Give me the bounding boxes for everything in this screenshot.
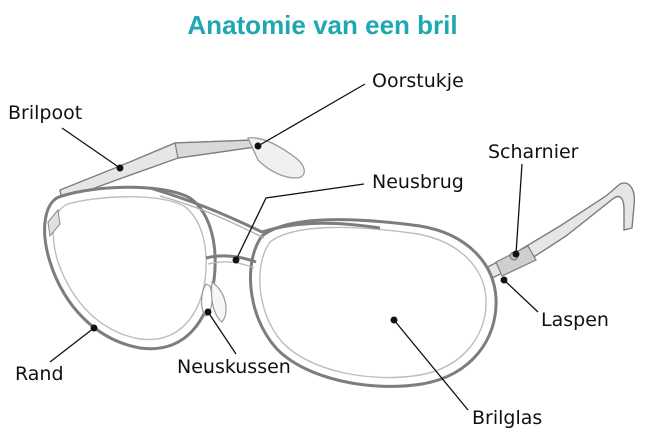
leader-neusbrug [235, 183, 365, 261]
leader-neuskussen [207, 311, 237, 355]
ear-tip [247, 137, 305, 179]
label-neusbrug: Neusbrug [372, 171, 464, 193]
diagram-title: Anatomie van een bril [187, 10, 458, 40]
label-brilpoot: Brilpoot [8, 102, 83, 124]
right-temple [485, 182, 636, 279]
left-lens-group [43, 185, 217, 351]
label-oorstukje: Oorstukje [372, 70, 464, 92]
leader-oorstukje [257, 83, 366, 147]
label-scharnier: Scharnier [488, 141, 579, 163]
leader-rand [49, 327, 95, 363]
leader-scharnier [515, 163, 523, 255]
nose-pad-right [210, 280, 227, 323]
top-bridge [149, 186, 381, 239]
label-neuskussen: Neuskussen [177, 356, 291, 378]
label-brilglas: Brilglas [472, 407, 543, 429]
label-laspen: Laspen [541, 309, 609, 331]
leader-brilpoot [61, 127, 121, 169]
nose-bridge [205, 254, 257, 264]
leader-brilglas [393, 319, 469, 411]
label-rand: Rand [15, 363, 64, 385]
leader-laspen [503, 279, 539, 313]
right-lens-group [248, 218, 498, 388]
